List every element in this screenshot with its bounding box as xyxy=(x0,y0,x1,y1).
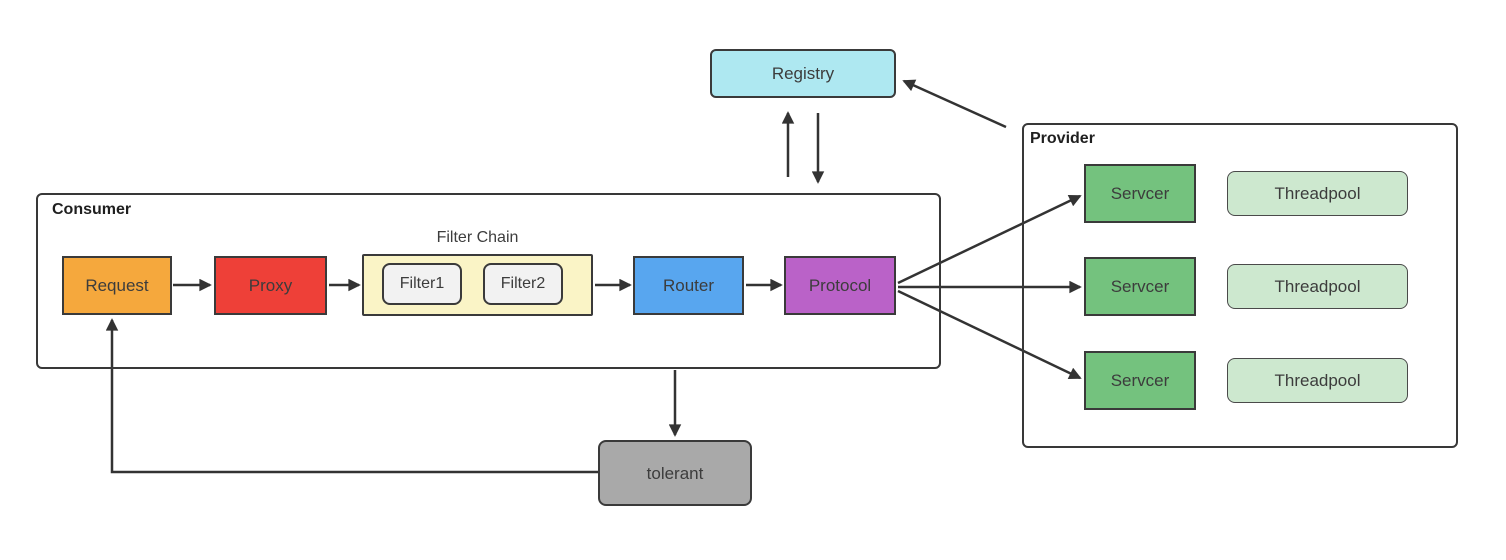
filter1-node: Filter1 xyxy=(382,263,462,305)
filter-chain-label: Filter Chain xyxy=(436,229,519,246)
registry-node: Registry xyxy=(710,49,896,98)
server-label-2: Servcer xyxy=(1110,277,1170,296)
request-label: Request xyxy=(85,276,149,295)
request-node: Request xyxy=(62,256,172,315)
registry-label: Registry xyxy=(771,64,835,83)
filter2-label: Filter2 xyxy=(500,275,546,292)
filter1-label: Filter1 xyxy=(399,275,445,292)
server-node-3: Servcer xyxy=(1084,351,1196,410)
proxy-node: Proxy xyxy=(214,256,327,315)
tolerant-label: tolerant xyxy=(646,463,704,483)
consumer-group xyxy=(36,193,941,369)
tolerant-node: tolerant xyxy=(598,440,752,506)
proxy-label: Proxy xyxy=(248,276,293,295)
consumer-group-label: Consumer xyxy=(52,201,132,218)
router-label: Router xyxy=(662,276,715,295)
threadpool-node-2: Threadpool xyxy=(1227,264,1408,309)
server-node-2: Servcer xyxy=(1084,257,1196,316)
server-node-1: Servcer xyxy=(1084,164,1196,223)
filter2-node: Filter2 xyxy=(483,263,563,305)
provider-group xyxy=(1022,123,1458,448)
router-node: Router xyxy=(633,256,744,315)
threadpool-label-2: Threadpool xyxy=(1274,277,1361,296)
arrow-provider-to-registry xyxy=(902,79,1007,129)
threadpool-node-1: Threadpool xyxy=(1227,171,1408,216)
server-label-3: Servcer xyxy=(1110,371,1170,390)
threadpool-node-3: Threadpool xyxy=(1227,358,1408,403)
server-label-1: Servcer xyxy=(1110,184,1170,203)
protocol-label: Protocol xyxy=(808,276,872,295)
provider-group-label: Provider xyxy=(1030,130,1095,147)
protocol-node: Protocol xyxy=(784,256,896,315)
threadpool-label-3: Threadpool xyxy=(1274,371,1361,390)
threadpool-label-1: Threadpool xyxy=(1274,184,1361,203)
